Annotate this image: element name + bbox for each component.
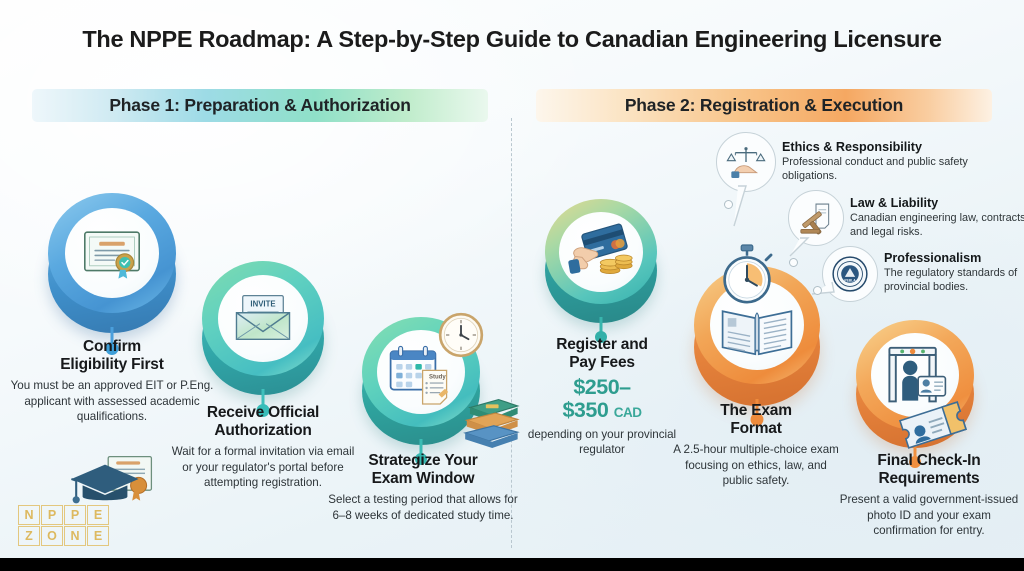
- phase-banner-1: Phase 1: Preparation & Authorization: [32, 89, 488, 122]
- step-text-final-check-in: Final Check-In Requirements Present a va…: [836, 452, 1022, 538]
- logo-cell: E: [87, 505, 109, 525]
- books-decoration: [462, 396, 524, 459]
- letterbox-bar: [0, 558, 1024, 571]
- logo-cell: E: [87, 526, 109, 546]
- ticket-icon: [898, 401, 968, 449]
- page-title: The NPPE Roadmap: A Step-by-Step Guide t…: [82, 26, 942, 52]
- callout-desc-professionalism: The regulatory standards of provincial b…: [884, 267, 1018, 294]
- graduation-cap-icon: [71, 455, 153, 504]
- clock-icon: [438, 312, 484, 358]
- step-desc-register-and-pay-fees: depending on your provincial regulator: [527, 427, 677, 457]
- callout-bubble-ethics: [716, 132, 776, 192]
- callout-bubble-law: [788, 190, 844, 246]
- step-node-strategize-exam-window: Study: [362, 317, 480, 465]
- logo-cell: P: [41, 505, 63, 525]
- callout-bubble-professionalism: PEBLA: [822, 246, 878, 302]
- step-node-confirm-eligibility: [48, 193, 176, 355]
- security-gate-id-icon: [888, 346, 947, 403]
- phase-2-label: Phase 2: Registration & Execution: [624, 95, 904, 115]
- nppe-zone-logo: N P P E Z O N E: [18, 505, 109, 547]
- callout-title-professionalism: Professionalism: [884, 251, 982, 265]
- stopwatch-icon: [723, 244, 773, 304]
- step-title-confirm-eligibility: Confirm Eligibility First: [60, 338, 164, 374]
- infographic-canvas: The NPPE Roadmap: A Step-by-Step Guide t…: [0, 0, 1024, 558]
- step-title-receive-authorization: Receive Official Authorization: [206, 404, 320, 440]
- step-price-register-and-pay-fees: $250– $350 CAD: [562, 375, 642, 423]
- callout-title-law: Law & Liability: [850, 196, 939, 210]
- step-title-register-and-pay-fees: Register and Pay Fees: [556, 336, 648, 372]
- step-desc-the-exam-format: A 2.5-hour multiple-choice exam focusing…: [673, 443, 839, 488]
- stopwatch-decoration: [718, 243, 776, 310]
- gavel-document-icon: [800, 203, 830, 235]
- phase-divider: [511, 118, 512, 548]
- logo-cell: Z: [18, 526, 40, 546]
- phase-1-label: Phase 1: Preparation & Authorization: [109, 95, 411, 115]
- phase-banner-2: Phase 2: Registration & Execution: [536, 89, 992, 122]
- callout-anchor-dot-ethics: [724, 200, 733, 209]
- ticket-decoration: [898, 395, 974, 458]
- book-stack-icon: [463, 398, 520, 449]
- svg-text:Study: Study: [429, 374, 446, 380]
- wall-clock-decoration: [436, 310, 486, 365]
- step-node-the-exam-format: [694, 266, 820, 426]
- graduation-cap-decoration: [65, 450, 161, 521]
- callout-anchor-dot-professionalism: [813, 286, 822, 295]
- scales-hand-icon: [726, 147, 766, 178]
- callout-desc-law: Canadian engineering law, contracts, and…: [850, 212, 1024, 239]
- callout-anchor-dot-law: [789, 258, 798, 267]
- callout-title-ethics: Ethics & Responsibility: [782, 140, 922, 154]
- calendar-clock-icon: Study: [389, 345, 449, 405]
- step-title-strategize-exam-window: Strategize Your Exam Window: [368, 452, 478, 488]
- step-text-strategize-exam-window: Strategize Your Exam Window Select a tes…: [326, 452, 520, 523]
- step-text-register-and-pay-fees: Register and Pay Fees $250– $350 CAD dep…: [512, 336, 692, 458]
- step-text-confirm-eligibility: Confirm Eligibility First You must be an…: [8, 338, 216, 424]
- credit-card-coins-icon: [568, 223, 633, 275]
- logo-cell: O: [41, 526, 63, 546]
- callout-tail-law: [789, 237, 810, 257]
- open-book-icon: [721, 310, 793, 356]
- logo-cell: P: [64, 505, 86, 525]
- step-text-receive-authorization: Receive Official Authorization Wait for …: [165, 404, 361, 490]
- certificate-icon: [84, 231, 140, 279]
- step-desc-strategize-exam-window: Select a testing period that allows for …: [328, 493, 518, 522]
- step-title-final-check-in: Final Check-In Requirements: [877, 452, 981, 488]
- logo-cell: N: [18, 505, 40, 525]
- step-node-receive-authorization: INVITE: [202, 261, 324, 417]
- step-desc-receive-authorization: Wait for a formal invitation via email o…: [171, 445, 355, 490]
- svg-text:INVITE: INVITE: [250, 299, 275, 308]
- callout-tail-ethics: [733, 185, 747, 227]
- svg-text:PEBLA: PEBLA: [844, 278, 856, 282]
- step-desc-confirm-eligibility: You must be an approved EIT or P.Eng. ap…: [10, 379, 214, 424]
- logo-cell: N: [64, 526, 86, 546]
- step-node-register-and-pay-fees: [545, 199, 657, 343]
- step-text-the-exam-format: The Exam Format A 2.5-hour multiple-choi…: [672, 402, 840, 488]
- callout-desc-ethics: Professional conduct and public safety o…: [782, 156, 968, 183]
- step-title-the-exam-format: The Exam Format: [720, 402, 792, 438]
- logo-row-2: Z O N E: [18, 526, 109, 546]
- step-desc-final-check-in: Present a valid government-issued photo …: [839, 493, 1019, 538]
- seal-badge-icon: PEBLA: [832, 256, 868, 292]
- logo-row-1: N P P E: [18, 505, 109, 525]
- envelope-invite-icon: INVITE: [235, 294, 291, 340]
